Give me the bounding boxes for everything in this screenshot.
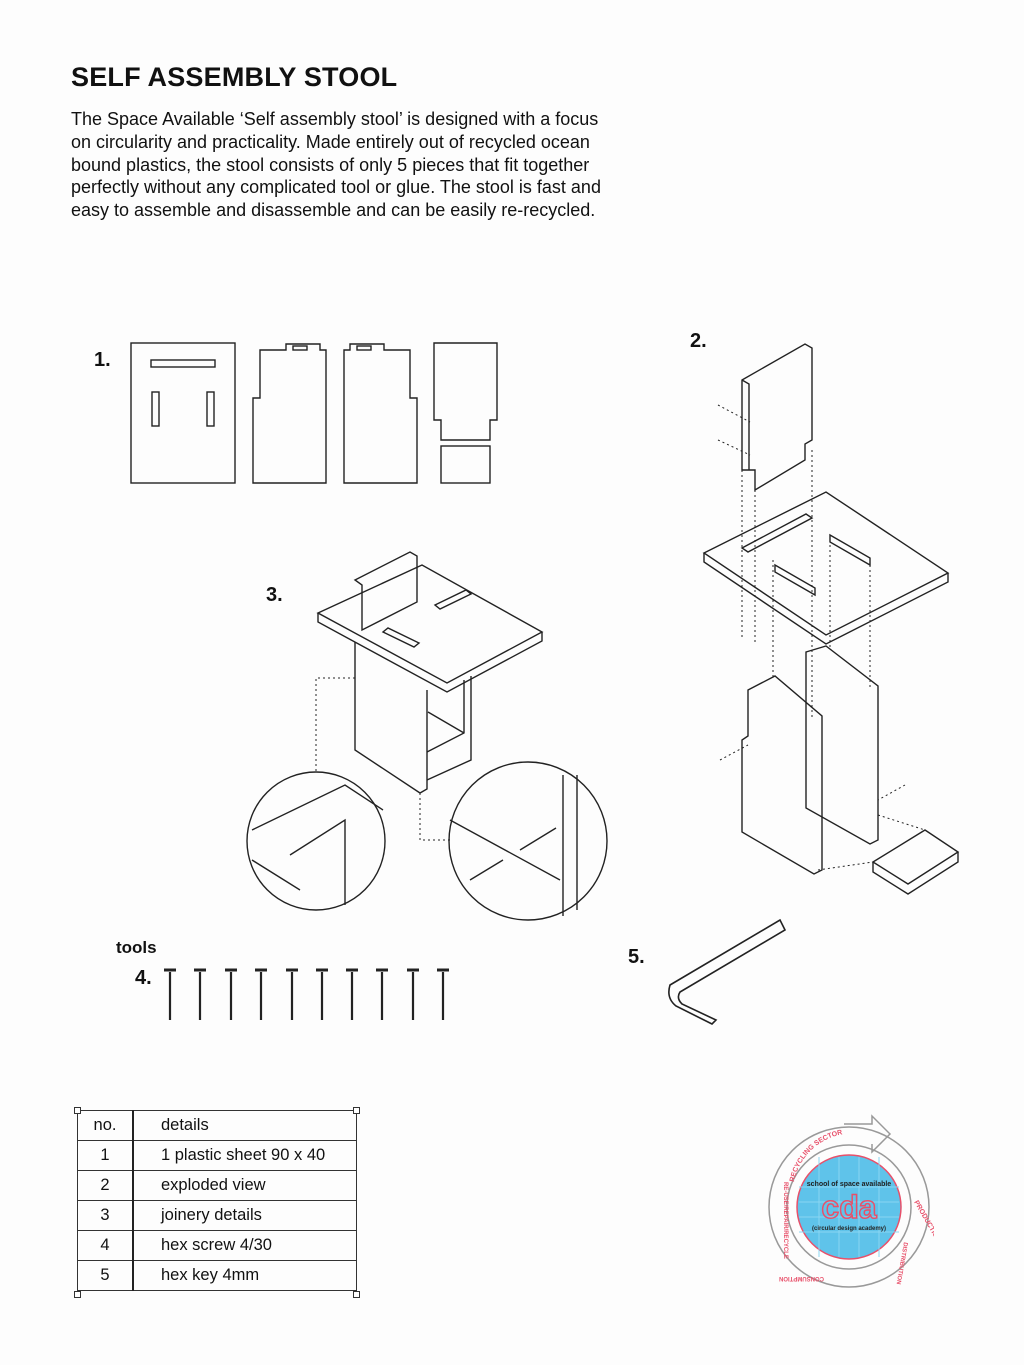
table-header-row: no. details (77, 1110, 357, 1141)
hex-screws (164, 968, 449, 1020)
step-2-label: 2. (690, 330, 707, 352)
cda-logo: RECYCLING SECTOR PRODUCTION DISTRIBUTION… (768, 1114, 934, 1288)
header-no: no. (77, 1110, 134, 1141)
selection-handle (74, 1107, 81, 1114)
selection-handle (74, 1291, 81, 1298)
page-title: SELF ASSEMBLY STOOL (71, 62, 398, 92)
assembly-drawings (130, 342, 960, 1025)
logo-sub-text: (circular design academy) (812, 1226, 886, 1232)
tools-label: tools (116, 938, 157, 957)
flat-parts-layout (130, 342, 498, 484)
logo-ring-consumption: CONSUMPTION (779, 1275, 824, 1281)
selection-handle (353, 1107, 360, 1114)
step-3-label: 3. (266, 584, 283, 606)
step-4-label: 4. (135, 967, 152, 989)
row-no: 1 (77, 1140, 134, 1171)
hex-key (668, 918, 787, 1025)
row-no: 4 (77, 1230, 134, 1261)
row-no: 5 (77, 1260, 134, 1291)
header-details: details (132, 1110, 357, 1141)
assembled-stool (246, 551, 608, 921)
exploded-view (702, 343, 960, 895)
logo-ring-reuse: RE-USE/REPAIR/RECYCLE (782, 1182, 788, 1259)
row-details: 1 plastic sheet 90 x 40 (132, 1140, 357, 1171)
row-no: 3 (77, 1200, 134, 1231)
row-no: 2 (77, 1170, 134, 1201)
intro-text: The Space Available ‘Self assembly stool… (71, 109, 601, 221)
step-5-label: 5. (628, 946, 645, 968)
row-details: joinery details (132, 1200, 357, 1231)
logo-main-text: cda (821, 1189, 876, 1225)
step-1-label: 1. (94, 349, 111, 371)
row-details: hex screw 4/30 (132, 1230, 357, 1261)
logo-top-text: school of space available (807, 1181, 892, 1188)
selection-handle (353, 1291, 360, 1298)
row-details: exploded view (132, 1170, 357, 1201)
row-details: hex key 4mm (132, 1260, 357, 1291)
